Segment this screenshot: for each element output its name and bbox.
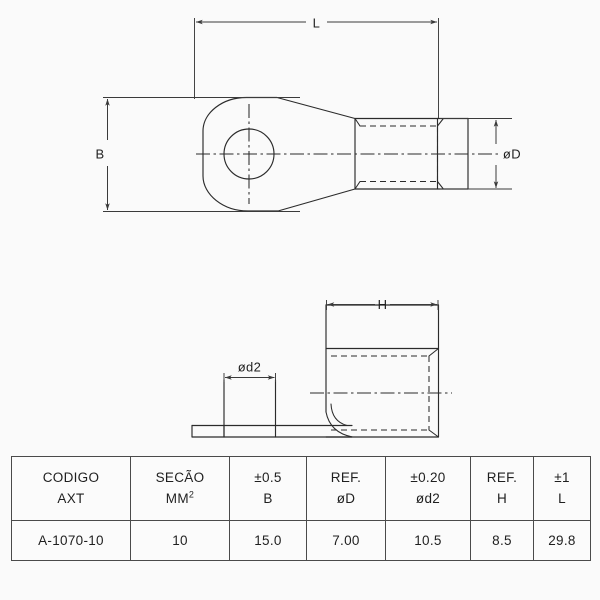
header-od-symbol: øD <box>336 491 356 506</box>
table-row: A-1070-10 10 15.0 7.00 10.5 8.5 29.8 <box>11 520 591 561</box>
header-secao-unit: MM <box>165 491 189 506</box>
header-h-symbol: H <box>496 491 508 506</box>
header-cell-secao: SECÃO MM2 <box>130 456 230 521</box>
dimension-label-d2: ød2 <box>238 360 262 375</box>
dimension-label-D: øD <box>503 147 521 162</box>
header-l-tolerance: ±1 <box>554 470 570 486</box>
barrel-bore-hidden-side <box>331 347 440 438</box>
spec-table: CODIGO AXT SECÃO MM2 ±0.5 B REF. øD <box>11 456 591 561</box>
cell-od2: 10.5 <box>385 520 471 561</box>
plan-view-group: L B øD <box>95 16 521 212</box>
header-cell-od2: ±0.20 ød2 <box>385 456 471 521</box>
dimension-H: H <box>326 297 439 312</box>
header-b-symbol: B <box>263 491 273 506</box>
cell-h: 8.5 <box>470 520 534 561</box>
cell-od: 7.00 <box>306 520 386 561</box>
table-header-row: CODIGO AXT SECÃO MM2 ±0.5 B REF. øD <box>11 456 591 521</box>
header-od-tolerance: REF. <box>330 470 362 486</box>
header-cell-od: REF. øD <box>306 456 386 521</box>
header-cell-codigo: CODIGO AXT <box>11 456 131 521</box>
header-codigo-line1: CODIGO <box>42 470 100 486</box>
dimension-L: L <box>194 16 439 118</box>
cell-codigo-axt: A-1070-10 <box>11 520 131 561</box>
barrel-bore-hidden-lines <box>354 117 444 190</box>
dimension-d2: ød2 <box>223 360 276 382</box>
header-codigo-line2: AXT <box>57 491 85 506</box>
tongue-hole-walls <box>223 379 277 438</box>
header-l-symbol: L <box>558 491 566 506</box>
cell-secao-mm2: 10 <box>130 520 230 561</box>
dimension-label-B: B <box>95 147 104 162</box>
header-h-tolerance: REF. <box>486 470 518 486</box>
tongue-plate-profile <box>191 424 353 438</box>
barrel-profile <box>325 304 440 438</box>
lug-tongue-outline <box>202 96 356 212</box>
dimension-B: B <box>95 97 300 212</box>
dimension-D: øD <box>440 118 521 190</box>
header-secao-line1: SECÃO <box>155 470 205 486</box>
header-secao-line2: MM2 <box>131 489 229 509</box>
header-od2-symbol: ød2 <box>415 491 441 506</box>
header-cell-b: ±0.5 B <box>229 456 307 521</box>
header-od2-tolerance: ±0.20 <box>410 470 446 486</box>
side-view-group: ød2 H <box>191 297 452 438</box>
header-cell-l: ±1 L <box>533 456 591 521</box>
cell-l: 29.8 <box>533 520 591 561</box>
dimension-label-H: H <box>378 297 388 312</box>
plan-centerlines <box>196 104 500 204</box>
dimension-label-L: L <box>313 16 321 31</box>
spec-table-container: CODIGO AXT SECÃO MM2 ±0.5 B REF. øD <box>11 456 591 561</box>
bend-fillet <box>325 403 354 438</box>
header-b-tolerance: ±0.5 <box>254 470 282 486</box>
header-cell-h: REF. H <box>470 456 534 521</box>
cell-b: 15.0 <box>229 520 307 561</box>
header-secao-exponent: 2 <box>188 489 195 500</box>
